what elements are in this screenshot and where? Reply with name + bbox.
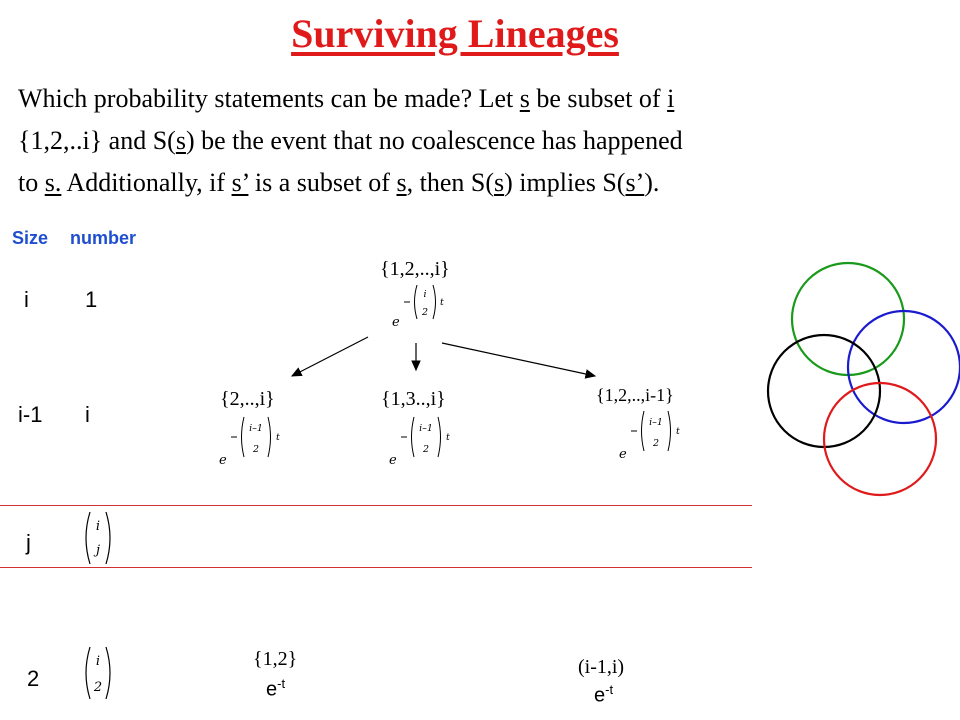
intro-paragraph: Which probability statements can be made… — [18, 78, 888, 204]
row-size-j: j — [26, 530, 31, 555]
node-left-exp-var: t — [276, 432, 280, 443]
pair-right-exp: -t — [605, 682, 614, 697]
overlapping-circles — [766, 261, 960, 497]
para-text-5: to — [18, 168, 45, 197]
para-text-10: ). — [644, 168, 660, 197]
para-s-2: s — [175, 126, 186, 155]
node-right-set: {1,2,..,i-1} — [596, 385, 674, 405]
binom-j-top: i — [96, 519, 100, 534]
pair-left-e: e — [266, 678, 278, 701]
node-right-exp-top: i–1 — [649, 417, 663, 428]
row-number-i: i — [85, 402, 90, 427]
para-text-9: ) implies S( — [504, 168, 626, 197]
node-top-exp-top: i — [423, 289, 426, 300]
pair-left-exp: -t — [277, 676, 286, 691]
para-text-1: Which probability statements can be made… — [18, 84, 520, 113]
node-left-exp: e i–1 2 t — [219, 416, 280, 468]
binom-2-top: i — [96, 654, 100, 669]
para-s-prime-2: s’ — [625, 168, 645, 197]
para-text-3: {1,2,..i} and S( — [18, 126, 176, 155]
para-text-2: be subset of — [529, 84, 668, 113]
para-text-8: , then S( — [406, 168, 494, 197]
slide-title: Surviving Lineages — [291, 11, 619, 56]
header-number: number — [70, 228, 137, 248]
node-right-exp-var: t — [676, 426, 680, 437]
row-size-2: 2 — [27, 666, 40, 691]
binom-j-bottom: j — [93, 543, 100, 558]
para-s-4: s — [493, 168, 505, 197]
node-middle-set: {1,3..,i} — [381, 388, 446, 410]
binom-2-bottom: 2 — [93, 680, 102, 695]
node-top-e: e — [392, 315, 400, 330]
node-middle-exp-var: t — [446, 432, 450, 443]
pair-left-set: {1,2} — [253, 648, 298, 670]
para-text-6: Additionally, if — [61, 168, 232, 197]
node-top-exp-var: t — [440, 297, 444, 308]
divider-top — [0, 505, 752, 506]
row-size-i-1: i-1 — [18, 402, 43, 427]
node-right-exp: e i–1 2 t — [619, 410, 680, 462]
circle-blue — [846, 309, 960, 425]
row-number-1: 1 — [85, 287, 98, 312]
node-right-e: e — [619, 447, 627, 462]
binomial-i-j: i j — [85, 511, 111, 565]
para-s-3: s — [396, 168, 407, 197]
divider-bottom — [0, 567, 752, 568]
pair-left-rate: e-t — [266, 676, 285, 702]
arrow-right — [441, 342, 597, 379]
para-s-1: s — [519, 84, 530, 113]
node-right-exp-bottom: 2 — [652, 438, 659, 449]
node-top-exp-bottom: 2 — [421, 307, 428, 318]
circle-red — [822, 381, 938, 497]
pair-right-rate: e-t — [594, 682, 613, 708]
node-middle-exp-top: i–1 — [419, 423, 433, 434]
para-s-prime-1: s’ — [231, 168, 249, 197]
para-i: i — [667, 84, 675, 113]
para-s-dot: s. — [44, 168, 62, 197]
para-text-7: is a subset of — [248, 168, 397, 197]
node-middle-exp: e i–1 2 t — [389, 416, 450, 468]
binomial-i-2: i 2 — [85, 646, 111, 700]
node-left-exp-top: i–1 — [249, 423, 263, 434]
node-middle-e: e — [389, 453, 397, 468]
pair-right-e: e — [594, 684, 606, 707]
header-size: Size — [12, 228, 49, 248]
row-size-i: i — [24, 287, 29, 312]
para-text-4: ) be the event that no coalescence has h… — [185, 126, 683, 155]
arrow-left — [290, 336, 369, 377]
node-left-exp-bottom: 2 — [252, 444, 259, 455]
node-top-exp: e i 2 t — [392, 284, 444, 330]
node-left-e: e — [219, 453, 227, 468]
node-middle-exp-bottom: 2 — [422, 444, 429, 455]
node-top-set: {1,2,..,i} — [380, 258, 450, 280]
node-left-set: {2,..,i} — [220, 388, 275, 410]
pair-right-set: (i-1,i) — [578, 656, 625, 678]
